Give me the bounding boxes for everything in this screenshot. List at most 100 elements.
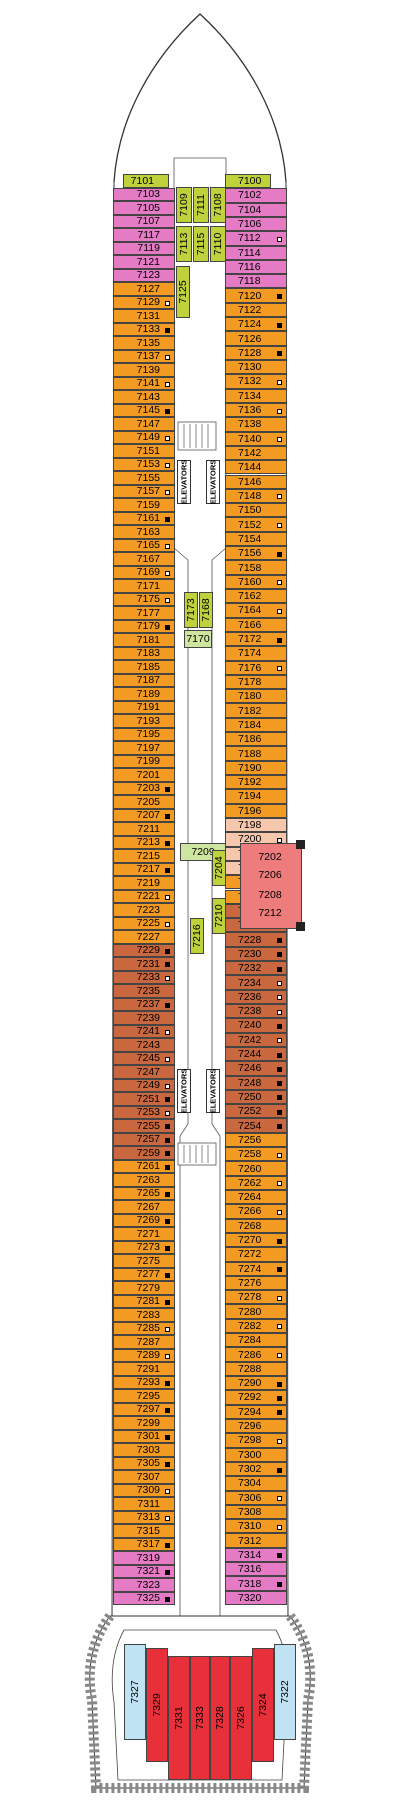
cabin[interactable]: 7295 <box>113 1389 175 1403</box>
cabin[interactable]: 7127 <box>113 282 175 296</box>
cabin[interactable]: 7299 <box>113 1416 175 1430</box>
cabin[interactable]: 7198 <box>225 817 287 833</box>
cabin[interactable]: 7133 <box>113 322 175 336</box>
cabin[interactable]: 7281 <box>113 1294 175 1308</box>
cabin[interactable]: 7229 <box>113 943 175 957</box>
cabin[interactable]: 7246 <box>225 1061 287 1076</box>
cabin[interactable]: 7333 <box>190 1656 210 1780</box>
cabin[interactable]: 7233 <box>113 970 175 984</box>
cabin[interactable]: 7114 <box>225 245 287 260</box>
cabin[interactable]: 7274 <box>225 1261 287 1276</box>
cabin[interactable]: 7131 <box>113 309 175 323</box>
cabin[interactable]: 7324 <box>252 1648 274 1762</box>
cabin[interactable]: 7122 <box>225 302 287 318</box>
cabin[interactable]: 7265 <box>113 1186 175 1200</box>
cabin[interactable]: 7215 <box>113 849 175 863</box>
cabin[interactable]: 7163 <box>113 525 175 539</box>
cabin[interactable]: 7183 <box>113 646 175 660</box>
cabin[interactable]: 7228 <box>225 932 287 947</box>
cabin[interactable]: 7159 <box>113 498 175 512</box>
cabin[interactable]: 7111 <box>193 187 209 223</box>
cabin[interactable]: 7113 <box>176 226 192 262</box>
cabin[interactable]: 7158 <box>225 560 287 575</box>
cabin[interactable]: 7254 <box>225 1118 287 1133</box>
cabin[interactable]: 7288 <box>225 1361 287 1377</box>
cabin[interactable]: 7231 <box>113 957 175 971</box>
cabin[interactable]: 7328 <box>210 1656 230 1780</box>
cabin[interactable]: 7143 <box>113 390 175 404</box>
cabin[interactable]: 7247 <box>113 1065 175 1079</box>
cabin[interactable]: 7204 <box>212 850 226 886</box>
cabin[interactable]: 7225 <box>113 916 175 930</box>
cabin[interactable]: 7266 <box>225 1204 287 1219</box>
cabin[interactable]: 7144 <box>225 460 287 475</box>
cabin[interactable]: 7212 <box>244 904 296 922</box>
cabin[interactable]: 7172 <box>225 631 287 647</box>
cabin[interactable]: 7239 <box>113 1011 175 1025</box>
cabin[interactable]: 7260 <box>225 1161 287 1176</box>
cabin[interactable]: 7146 <box>225 474 287 489</box>
cabin[interactable]: 7270 <box>225 1232 287 1248</box>
cabin[interactable]: 7241 <box>113 1024 175 1038</box>
cabin[interactable]: 7249 <box>113 1078 175 1092</box>
cabin[interactable]: 7211 <box>113 822 175 836</box>
cabin[interactable]: 7130 <box>225 360 287 375</box>
cabin[interactable]: 7164 <box>225 603 287 618</box>
cabin[interactable]: 7322 <box>274 1644 296 1740</box>
cabin[interactable]: 7253 <box>113 1105 175 1119</box>
cabin[interactable]: 7102 <box>225 188 287 203</box>
cabin[interactable]: 7305 <box>113 1456 175 1470</box>
cabin[interactable]: 7268 <box>225 1218 287 1233</box>
cabin[interactable]: 7290 <box>225 1376 287 1391</box>
cabin[interactable]: 7292 <box>225 1390 287 1405</box>
cabin[interactable]: 7176 <box>225 660 287 675</box>
cabin[interactable]: 7121 <box>113 255 175 269</box>
cabin[interactable]: 7284 <box>225 1333 287 1348</box>
cabin[interactable]: 7301 <box>113 1429 175 1443</box>
cabin[interactable]: 7285 <box>113 1321 175 1335</box>
cabin[interactable]: 7238 <box>225 1003 287 1019</box>
cabin[interactable]: 7118 <box>225 274 287 289</box>
cabin[interactable]: 7298 <box>225 1433 287 1448</box>
cabin[interactable]: 7251 <box>113 1092 175 1106</box>
cabin[interactable]: 7171 <box>113 579 175 593</box>
cabin[interactable]: 7137 <box>113 349 175 363</box>
cabin[interactable]: 7258 <box>225 1147 287 1162</box>
cabin[interactable]: 7140 <box>225 431 287 446</box>
cabin[interactable]: 7294 <box>225 1404 287 1419</box>
cabin[interactable]: 7188 <box>225 746 287 761</box>
cabin[interactable]: 7275 <box>113 1254 175 1268</box>
cabin[interactable]: 7216 <box>190 918 204 954</box>
cabin[interactable]: 7331 <box>168 1656 190 1780</box>
cabin[interactable]: 7179 <box>113 619 175 633</box>
cabin[interactable]: 7279 <box>113 1281 175 1295</box>
cabin[interactable]: 7105 <box>113 201 175 215</box>
cabin[interactable]: 7308 <box>225 1504 287 1520</box>
cabin[interactable]: 7124 <box>225 317 287 332</box>
cabin[interactable]: 7309 <box>113 1483 175 1497</box>
cabin[interactable]: 7248 <box>225 1075 287 1090</box>
cabin[interactable]: 7312 <box>225 1533 287 1548</box>
cabin[interactable]: 7263 <box>113 1173 175 1187</box>
cabin[interactable]: 7126 <box>225 331 287 346</box>
cabin[interactable]: 7141 <box>113 376 175 390</box>
cabin[interactable]: 7317 <box>113 1537 175 1551</box>
cabin[interactable]: 7232 <box>225 961 287 976</box>
cabin[interactable]: 7316 <box>225 1562 287 1577</box>
cabin[interactable]: 7129 <box>113 295 175 309</box>
cabin[interactable]: 7236 <box>225 989 287 1004</box>
cabin[interactable]: 7104 <box>225 202 287 217</box>
cabin[interactable]: 7186 <box>225 732 287 747</box>
cabin[interactable]: 7296 <box>225 1418 287 1434</box>
cabin[interactable]: 7145 <box>113 403 175 417</box>
cabin[interactable]: 7197 <box>113 741 175 755</box>
cabin[interactable]: 7329 <box>146 1648 168 1762</box>
cabin[interactable]: 7194 <box>225 789 287 804</box>
cabin[interactable]: 7109 <box>176 187 192 223</box>
cabin[interactable]: 7283 <box>113 1308 175 1322</box>
cabin[interactable]: 7149 <box>113 430 175 444</box>
cabin[interactable]: 7182 <box>225 703 287 718</box>
cabin[interactable]: 7255 <box>113 1119 175 1133</box>
cabin[interactable]: 7256 <box>225 1132 287 1148</box>
cabin[interactable]: 7110 <box>210 226 226 262</box>
